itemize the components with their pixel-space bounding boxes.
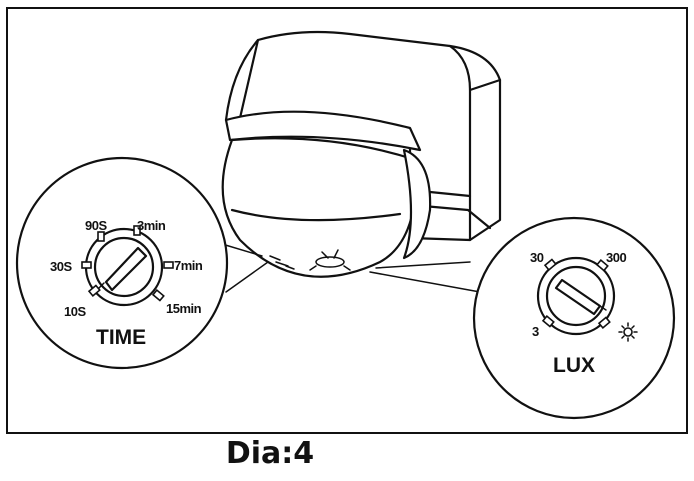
- sensor-body: [221, 30, 502, 278]
- lux-label-300: 300: [606, 250, 626, 265]
- diagram-frame: [6, 7, 688, 434]
- time-dial-knob[interactable]: [104, 246, 148, 292]
- time-label-90s: 90S: [85, 218, 107, 233]
- time-dial-title: TIME: [96, 326, 146, 349]
- lux-dial-callout: 3 30 300 LUX: [472, 216, 676, 420]
- lux-label-30: 30: [530, 250, 544, 265]
- lux-leader-line: [369, 261, 481, 293]
- time-label-10s: 10S: [64, 304, 86, 319]
- time-leader-line: [221, 243, 269, 293]
- time-label-30s: 30S: [50, 259, 72, 274]
- lux-dial-title: LUX: [553, 354, 595, 377]
- time-label-7min: 7min: [174, 258, 203, 273]
- lux-label-3: 3: [532, 324, 539, 339]
- time-label-3min: 3min: [137, 218, 166, 233]
- time-dial-callout: 10S 30S 90S 3min 7min 15min TIME: [15, 156, 229, 370]
- sun-icon: [618, 322, 638, 342]
- figure-caption: Dia:4: [225, 436, 315, 471]
- time-label-15min: 15min: [166, 301, 202, 316]
